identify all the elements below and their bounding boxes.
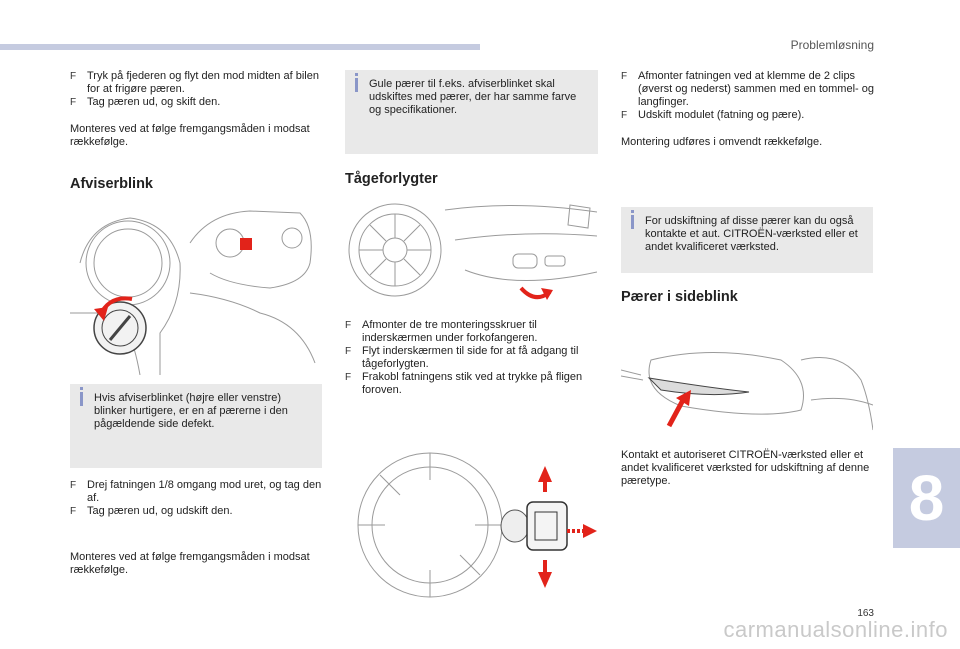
fog-light-figure xyxy=(345,200,597,305)
highlight-marker xyxy=(240,238,252,250)
sideblink-heading: Pærer i sideblink xyxy=(621,289,738,305)
step-marker-icon: F xyxy=(70,480,77,491)
step-marker-icon: F xyxy=(70,71,77,82)
step-marker-icon: F xyxy=(70,97,77,108)
col2-info-box: Gule pærer til f.eks. afviserblinket ska… xyxy=(345,70,598,154)
bulb-holder xyxy=(526,501,568,551)
step-marker-icon: F xyxy=(345,346,352,357)
step-marker-icon: F xyxy=(345,320,352,331)
step-marker-icon: F xyxy=(70,506,77,517)
header-accent-bar xyxy=(0,44,480,50)
col1-para-top: Monteres ved at følge fremgangsmåden i m… xyxy=(70,123,310,148)
col3-info-box: For udskiftning af disse pærer kan du og… xyxy=(621,207,873,273)
turn-signal-figure xyxy=(70,203,322,375)
col1-para-bottom: Monteres ved at følge fremgangsmåden i m… xyxy=(70,551,310,576)
col3-para-bottom: Kontakt et autoriseret CITROËN-værksted … xyxy=(621,449,870,487)
fog-bulb-figure xyxy=(345,440,597,605)
side-indicator-figure xyxy=(621,340,873,440)
page-number: 163 xyxy=(857,608,874,619)
col1-info-box: Hvis afviserblinket (højre eller venstre… xyxy=(70,384,322,468)
step-marker-icon: F xyxy=(621,110,628,121)
info-icon xyxy=(80,387,83,406)
tageforlygter-heading: Tågeforlygter xyxy=(345,171,438,187)
section-title: Problemløsning xyxy=(790,38,874,52)
info-icon xyxy=(355,73,358,92)
chapter-tab: 8 xyxy=(893,448,960,548)
info-icon xyxy=(631,210,634,229)
step-marker-icon: F xyxy=(621,71,628,82)
step-marker-icon: F xyxy=(345,372,352,383)
afviserblink-heading: Afviserblink xyxy=(70,176,153,192)
watermark: carmanualsonline.info xyxy=(723,617,948,642)
col3-para: Montering udføres i omvendt rækkefølge. xyxy=(621,136,823,148)
